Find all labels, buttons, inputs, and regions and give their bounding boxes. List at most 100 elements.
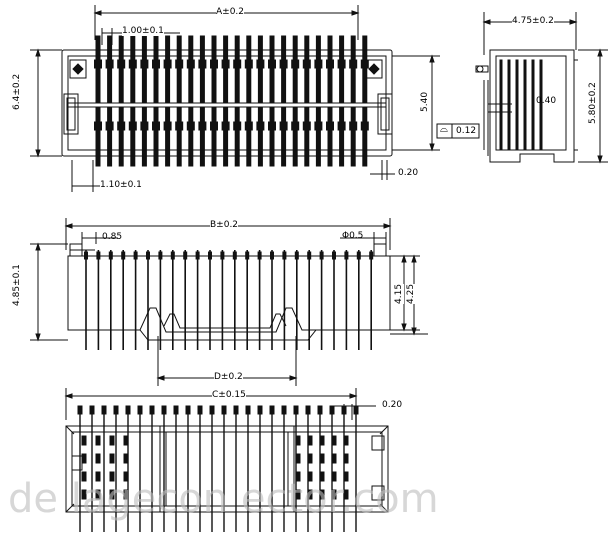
bottom-pin-tail bbox=[209, 405, 215, 415]
top-pin-upper bbox=[95, 35, 101, 103]
top-pin-contact bbox=[233, 59, 242, 69]
top-pin-contact bbox=[302, 121, 311, 131]
bottom-pad bbox=[95, 489, 101, 500]
top-pin-upper bbox=[315, 35, 321, 103]
top-pin-lower bbox=[118, 107, 124, 167]
bottom-pad bbox=[307, 471, 313, 482]
top-pin-contact bbox=[256, 59, 265, 69]
bottom-pad bbox=[343, 435, 349, 446]
top-pin-contact bbox=[314, 121, 323, 131]
side-pin bbox=[515, 59, 519, 151]
front-pin-head bbox=[108, 251, 113, 260]
top-pin-upper bbox=[165, 35, 171, 103]
top-pin-lower bbox=[315, 107, 321, 167]
top-pin-contact bbox=[233, 121, 242, 131]
bottom-pad bbox=[109, 453, 115, 464]
bottom-pad bbox=[109, 435, 115, 446]
top-pin-lower bbox=[234, 107, 240, 167]
front-pin-head bbox=[183, 251, 188, 260]
bottom-pad bbox=[95, 453, 101, 464]
front-pin-head bbox=[84, 251, 88, 260]
top-pin-lower bbox=[188, 107, 194, 167]
bottom-pin-tail bbox=[149, 405, 155, 415]
bottom-pin-tail bbox=[173, 405, 179, 415]
bottom-pad bbox=[123, 471, 129, 482]
top-pin-lower bbox=[304, 107, 310, 167]
top-pin-lower bbox=[327, 107, 333, 167]
top-pin-lower bbox=[223, 107, 229, 167]
bottom-pad bbox=[331, 489, 337, 500]
side-pin bbox=[531, 59, 535, 151]
top-pin-upper bbox=[257, 35, 263, 103]
top-pin-contact bbox=[221, 121, 230, 131]
top-pin-contact bbox=[256, 121, 265, 131]
top-pin-contact bbox=[175, 121, 184, 131]
bottom-pad bbox=[81, 453, 87, 464]
top-pin-upper bbox=[304, 35, 310, 103]
bottom-pad bbox=[123, 453, 129, 464]
top-pin-contact bbox=[314, 59, 323, 69]
bottom-pad bbox=[109, 489, 115, 500]
top-pin-contact bbox=[268, 59, 276, 69]
top-dim-a-label: A±0.2 bbox=[216, 7, 245, 17]
front-pin-head bbox=[195, 251, 200, 260]
top-pin-contact bbox=[291, 121, 300, 131]
top-pin-contact bbox=[152, 121, 160, 131]
front-pin-head bbox=[133, 251, 138, 260]
bottom-pin-tail bbox=[281, 405, 287, 415]
top-pin-upper bbox=[292, 35, 298, 103]
bottom-pin-tail bbox=[221, 405, 227, 415]
bottom-pad bbox=[295, 453, 301, 464]
top-pin-contact bbox=[175, 59, 184, 69]
front-pin-head bbox=[294, 251, 299, 260]
top-pin-contact bbox=[105, 121, 114, 131]
front-pin-head bbox=[220, 251, 225, 260]
front-pin-head bbox=[282, 251, 287, 260]
top-pin-upper bbox=[327, 35, 333, 103]
top-pin-contact bbox=[337, 121, 346, 131]
top-pin-lower bbox=[362, 107, 368, 167]
top-pin-contact bbox=[117, 121, 126, 131]
bottom-pad bbox=[95, 435, 101, 446]
top-pin-contact bbox=[128, 59, 137, 69]
top-pin-contact bbox=[326, 59, 334, 69]
bottom-pad bbox=[109, 471, 115, 482]
front-pin-head bbox=[232, 251, 237, 260]
bottom-pin-tail bbox=[257, 405, 263, 415]
top-pin-lower bbox=[176, 107, 182, 167]
top-pin-contact bbox=[349, 121, 358, 131]
bottom-pin-tail bbox=[245, 405, 251, 415]
bottom-pin-tail bbox=[101, 405, 107, 415]
front-pin-head bbox=[332, 251, 336, 260]
bottom-pad bbox=[295, 435, 301, 446]
front-pin-head bbox=[307, 251, 312, 260]
bottom-pad bbox=[307, 489, 313, 500]
top-pin-contact bbox=[105, 59, 114, 69]
bottom-pad bbox=[331, 435, 337, 446]
bottom-pin-tail bbox=[161, 405, 167, 415]
top-pin-lower bbox=[95, 107, 101, 167]
bottom-pin-tail bbox=[305, 405, 311, 415]
top-pin-lower bbox=[107, 107, 113, 167]
bottom-pad bbox=[123, 435, 129, 446]
top-pin-upper bbox=[199, 35, 205, 103]
top-pin-upper bbox=[211, 35, 217, 103]
bottom-pad bbox=[295, 471, 301, 482]
bottom-pin-tail bbox=[89, 405, 95, 415]
front-dim-left-label: 0.85 bbox=[102, 232, 123, 242]
top-pin-contact bbox=[337, 59, 346, 69]
front-pin-head bbox=[369, 251, 374, 260]
bottom-pad bbox=[319, 435, 325, 446]
bottom-pad bbox=[81, 435, 87, 446]
top-pin-lower bbox=[246, 107, 252, 167]
front-pin-head bbox=[170, 251, 175, 260]
side-dim-lead-label: 0.40 bbox=[536, 96, 557, 106]
top-pin-upper bbox=[130, 35, 136, 103]
top-pin-upper bbox=[362, 35, 368, 103]
top-dim-offset-label: 1.10±0.1 bbox=[100, 180, 142, 190]
top-pin-upper bbox=[269, 35, 275, 103]
top-pin-upper bbox=[234, 35, 240, 103]
top-dim-inner-label: 5.40 bbox=[420, 91, 430, 112]
bottom-view bbox=[64, 388, 389, 513]
